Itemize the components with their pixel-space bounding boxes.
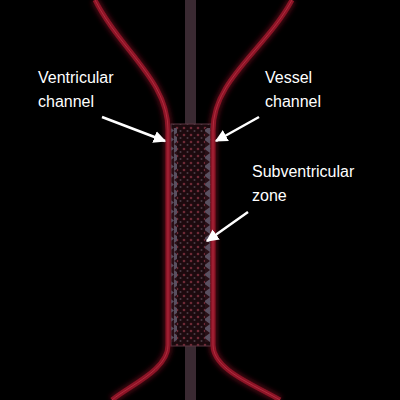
chamber-posts <box>171 128 177 342</box>
leader-arrow <box>102 117 165 141</box>
channel-glow <box>95 0 168 400</box>
inlet-stem <box>185 0 196 128</box>
chamber-posts <box>205 128 211 342</box>
channel-highlight <box>95 0 168 400</box>
channel-label: Ventricular channel <box>38 66 150 114</box>
chamber <box>171 124 211 346</box>
outlet-stem <box>185 340 196 400</box>
channel-label: Vessel channel <box>265 66 345 114</box>
ventricular-channel <box>95 0 168 400</box>
channel-label: Subventricular zone <box>252 160 372 208</box>
leader-arrow <box>216 117 259 141</box>
chamber-outline <box>171 124 211 346</box>
leader-arrow <box>207 212 248 241</box>
